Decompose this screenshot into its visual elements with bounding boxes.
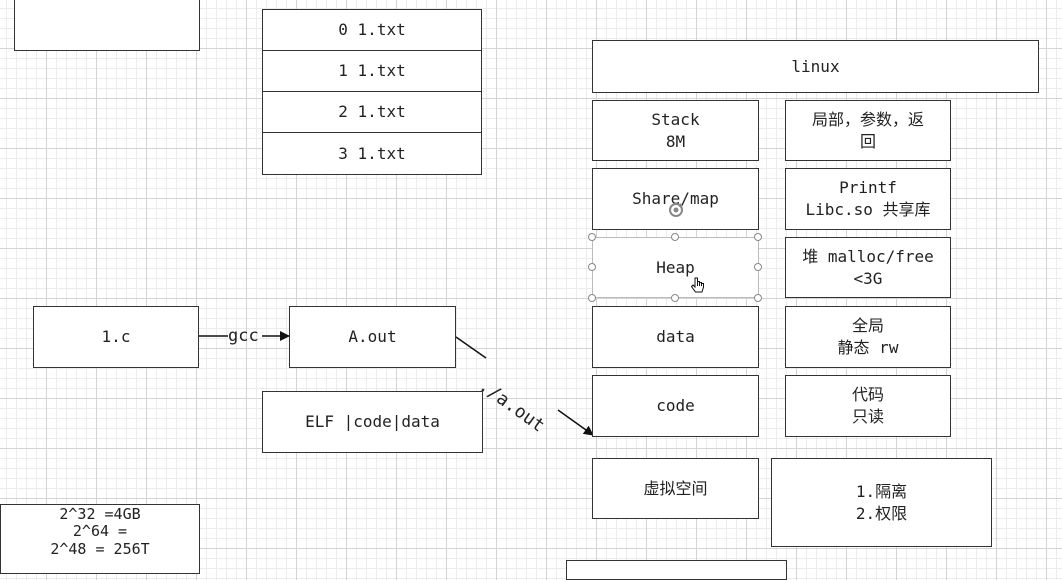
- selection-handle-w[interactable]: [588, 263, 596, 271]
- selection-handle-ne[interactable]: [754, 233, 762, 241]
- selection-handle-sw[interactable]: [588, 294, 596, 302]
- segment-data-desc-box[interactable]: 全局 静态 rw: [785, 306, 951, 368]
- segment-code-label: code: [656, 396, 695, 416]
- segment-share-map-desc-box[interactable]: Printf Libc.so 共享库: [785, 168, 951, 230]
- segment-heap-label: Heap: [656, 257, 695, 277]
- linux-header-text: linux: [791, 56, 840, 76]
- file-table-row-text: 0 1.txt: [338, 20, 406, 40]
- file-table-row-text: 1 1.txt: [338, 61, 406, 81]
- output-file-box[interactable]: A.out: [289, 306, 456, 368]
- run-connector-b[interactable]: [557, 409, 594, 436]
- source-file-label: 1.c: [101, 327, 131, 347]
- segment-data-box[interactable]: data: [592, 306, 759, 368]
- virtual-space-desc-box[interactable]: 1.隔离 2.权限: [771, 458, 992, 547]
- selection-handle-e[interactable]: [754, 263, 762, 271]
- segment-data-label: data: [656, 327, 695, 347]
- math-line: 2^32 =4GB: [59, 505, 141, 523]
- selection-handle-se[interactable]: [754, 294, 762, 302]
- file-table-row-text: 3 1.txt: [338, 143, 406, 163]
- segment-heap-desc: 堆 malloc/free <3G: [802, 246, 934, 288]
- segment-stack-label: Stack 8M: [651, 109, 700, 151]
- linux-header-box[interactable]: linux: [592, 40, 1039, 93]
- math-line: 2^64 =: [72, 522, 128, 541]
- elf-label: ELF |code|data: [305, 412, 440, 432]
- output-file-label: A.out: [348, 327, 397, 347]
- segment-code-desc-box[interactable]: 代码 只读: [785, 375, 951, 437]
- segment-share-map-label: Share/map: [632, 189, 719, 209]
- connector-layer: [199, 331, 594, 436]
- segment-heap-box[interactable]: Heap: [592, 237, 759, 298]
- elf-box[interactable]: ELF |code|data: [262, 391, 483, 453]
- rotate-handle-icon[interactable]: [666, 200, 686, 220]
- file-table: 0 1.txt 1 1.txt 2 1.txt 3 1.txt: [262, 9, 482, 175]
- segment-heap-desc-box[interactable]: 堆 malloc/free <3G: [785, 237, 951, 298]
- segment-share-map-box[interactable]: Share/map: [592, 168, 759, 230]
- run-connector-a[interactable]: [455, 336, 487, 359]
- virtual-space-desc: 1.隔离 2.权限: [855, 481, 908, 523]
- segment-share-map-desc: Printf Libc.so 共享库: [805, 178, 931, 219]
- segment-stack-desc: 局部，参数，返 回: [811, 109, 924, 151]
- file-table-row[interactable]: 2 1.txt: [263, 92, 481, 133]
- hand-cursor-icon: [690, 277, 704, 293]
- segment-code-desc: 代码 只读: [851, 385, 884, 426]
- math-box[interactable]: 2^32 =4GB 2^64 = 2^48 = 256T: [0, 504, 200, 574]
- virtual-space-box[interactable]: 虚拟空间: [592, 458, 759, 519]
- gcc-label: gcc: [228, 326, 259, 346]
- math-line: 2^48 = 256T: [50, 539, 150, 558]
- file-table-row[interactable]: 0 1.txt: [263, 10, 481, 51]
- selection-handle-s[interactable]: [671, 294, 679, 302]
- segment-stack-box[interactable]: Stack 8M: [592, 100, 759, 161]
- selection-handle-nw[interactable]: [588, 233, 596, 241]
- source-file-box[interactable]: 1.c: [33, 306, 199, 368]
- top-left-box[interactable]: [14, 0, 200, 51]
- segment-data-desc: 全局 静态 rw: [837, 316, 899, 357]
- file-table-row-text: 2 1.txt: [338, 102, 406, 122]
- segment-stack-desc-box[interactable]: 局部，参数，返 回: [785, 100, 951, 161]
- virtual-space-label: 虚拟空间: [643, 478, 708, 498]
- bottom-partial-box[interactable]: [566, 560, 787, 580]
- segment-code-box[interactable]: code: [592, 375, 759, 437]
- selection-handle-n[interactable]: [671, 233, 679, 241]
- file-table-row[interactable]: 3 1.txt: [263, 133, 481, 174]
- file-table-row[interactable]: 1 1.txt: [263, 51, 481, 92]
